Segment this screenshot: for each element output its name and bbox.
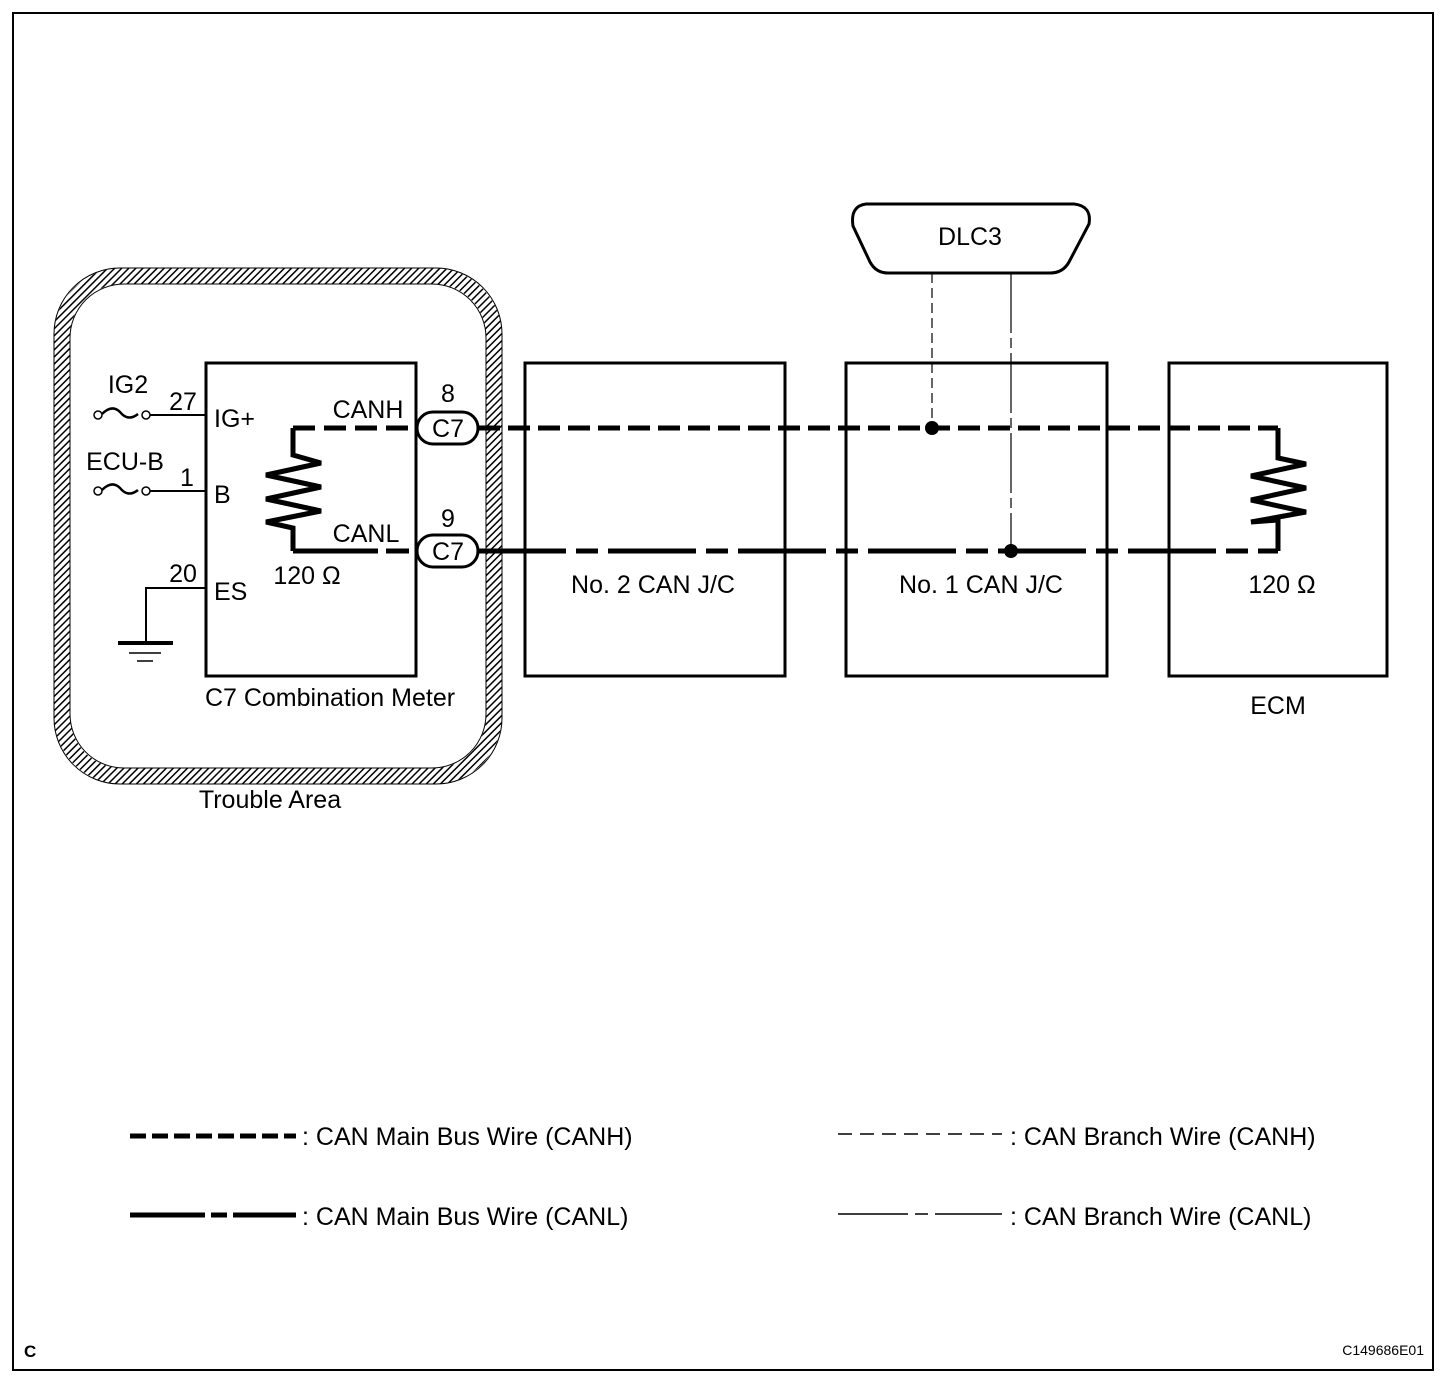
fuse-ecu-b-icon xyxy=(93,483,151,496)
splice-point-canh xyxy=(925,421,939,435)
junction-box-no1 xyxy=(844,361,1109,678)
ground-icon xyxy=(118,641,173,662)
pin-number-8: 8 xyxy=(441,380,455,408)
connector-c7-pin8: C7 xyxy=(415,410,480,446)
wire-es xyxy=(145,587,206,643)
pin-number-20: 20 xyxy=(169,560,197,588)
dlc3-label: DLC3 xyxy=(938,223,1002,251)
legend: : CAN Main Bus Wire (CANH) : CAN Main Bu… xyxy=(130,1123,1316,1231)
connector-label: C7 xyxy=(432,538,464,566)
signal-canh-label: CANH xyxy=(333,396,404,424)
legend-label-branch-canh: : CAN Branch Wire (CANH) xyxy=(1010,1123,1316,1151)
trouble-area-label: Trouble Area xyxy=(199,786,341,814)
junction-box-no2 xyxy=(523,361,787,678)
connector-c7-pin9: C7 xyxy=(415,533,480,569)
terminal-b: B xyxy=(214,481,231,509)
junction-no1-label: No. 1 CAN J/C xyxy=(899,571,1063,599)
legend-label-branch-canl: : CAN Branch Wire (CANL) xyxy=(1010,1203,1311,1231)
legend-label-main-canh: : CAN Main Bus Wire (CANH) xyxy=(302,1123,633,1151)
ecm-resistor-icon xyxy=(1250,428,1307,551)
ecm-resistor-value: 120 Ω xyxy=(1248,571,1315,599)
pin-number-27: 27 xyxy=(169,388,197,416)
meter-resistor-value: 120 Ω xyxy=(273,562,340,590)
connector-label: C7 xyxy=(432,415,464,443)
legend-label-main-canl: : CAN Main Bus Wire (CANL) xyxy=(302,1203,628,1231)
diagram-frame xyxy=(12,12,1434,1371)
ecm-box xyxy=(1167,361,1389,678)
ecm-label: ECM xyxy=(1250,692,1306,720)
figure-id: C149686E01 xyxy=(1342,1342,1424,1358)
signal-canl-label: CANL xyxy=(333,520,400,548)
terminal-ig-plus: IG+ xyxy=(214,405,255,433)
combination-meter-box xyxy=(204,361,418,678)
splice-point-canl xyxy=(1004,544,1018,558)
pin-number-9: 9 xyxy=(441,505,455,533)
terminal-es: ES xyxy=(214,578,247,606)
junction-no2-label: No. 2 CAN J/C xyxy=(571,571,735,599)
fuse-label-ecu-b: ECU-B xyxy=(86,448,164,476)
corner-letter: C xyxy=(24,1342,36,1361)
fuse-label-ig2: IG2 xyxy=(108,371,148,399)
meter-resistor-icon xyxy=(265,428,322,551)
combination-meter-label: C7 Combination Meter xyxy=(205,684,455,712)
fuse-ig2-icon xyxy=(93,407,151,420)
dlc3-connector: DLC3 xyxy=(851,202,1091,275)
pin-number-1: 1 xyxy=(180,464,194,492)
trouble-area-border xyxy=(53,267,503,785)
